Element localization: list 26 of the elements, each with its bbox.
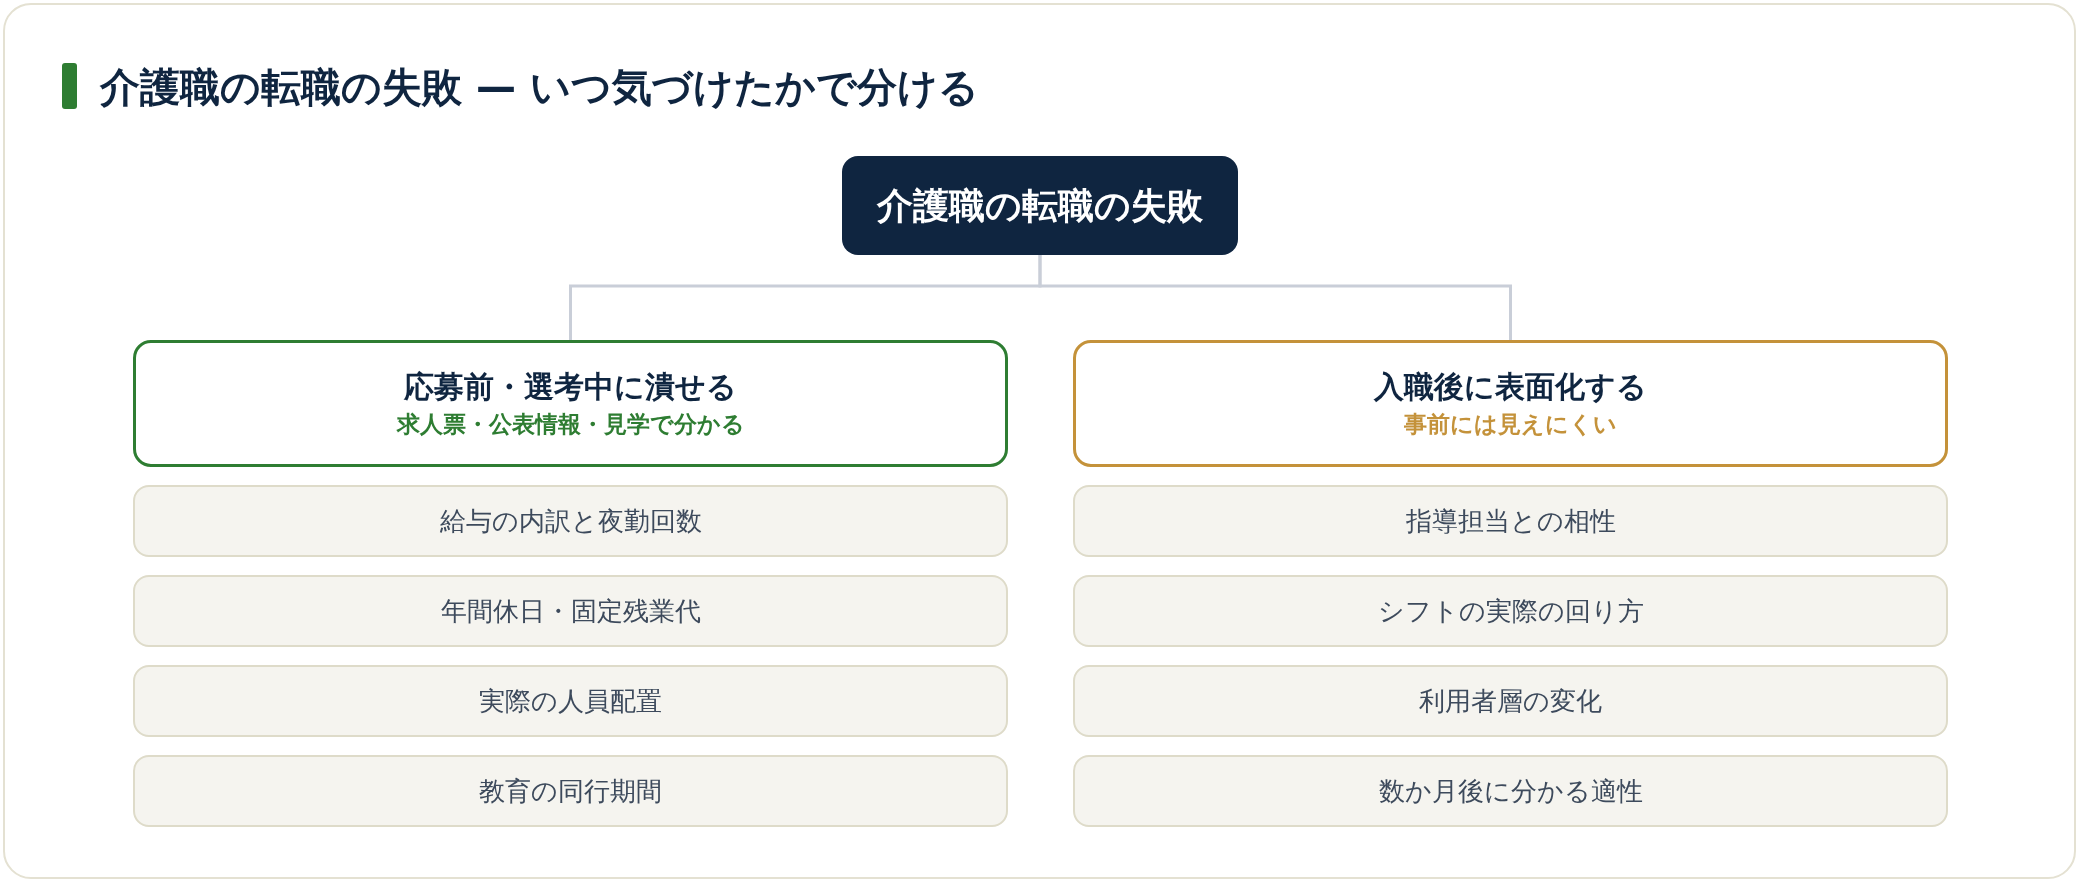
item-label: シフトの実際の回り方	[1377, 594, 1644, 628]
item-card	[133, 665, 1008, 737]
item-card	[1073, 665, 1948, 737]
root-topic-card	[842, 156, 1238, 255]
diagram-title: 介護職の転職の失敗 — いつ気づけたかで分ける	[100, 63, 979, 112]
item-label: 年間休日・固定残業代	[440, 594, 701, 628]
item-label: 数か月後に分かる適性	[1378, 774, 1643, 808]
item-label: 実際の人員配置	[479, 684, 662, 718]
item-card	[133, 755, 1008, 827]
item-card	[1073, 485, 1948, 557]
item-card	[133, 485, 1008, 557]
category-card	[133, 340, 1008, 467]
category-subtitle: 求人票・公表情報・見学で分かる	[396, 409, 745, 439]
item-card	[133, 575, 1008, 647]
item-card	[1073, 575, 1948, 647]
root-topic-label: 介護職の転職の失敗	[877, 184, 1203, 228]
item-label: 給与の内訳と夜勤回数	[439, 504, 702, 538]
item-label: 指導担当との相性	[1405, 504, 1616, 538]
connector-line	[1038, 255, 1512, 340]
item-label: 教育の同行期間	[479, 774, 662, 808]
category-card	[1073, 340, 1948, 467]
category-subtitle: 事前には見えにくい	[1404, 409, 1617, 439]
item-card	[1073, 755, 1948, 827]
category-title: 入職後に表面化する	[1374, 368, 1647, 406]
item-label: 利用者層の変化	[1419, 684, 1602, 718]
category-title: 応募前・選考中に潰せる	[404, 368, 737, 406]
